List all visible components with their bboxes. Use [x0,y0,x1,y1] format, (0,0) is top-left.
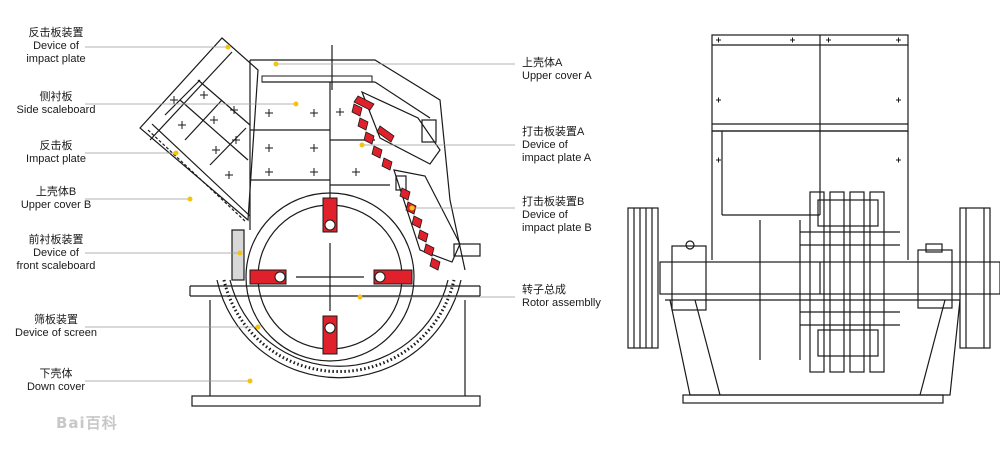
upper-housing-box [711,34,909,132]
front-elevation-view [627,34,1000,404]
flywheel [959,207,991,349]
screen-arc [229,279,449,367]
impact-plate-b-teeth [399,187,441,271]
left-leader-lines [85,46,296,382]
rotor-circle [245,192,415,362]
impact-plate-a-teeth [351,95,395,171]
lower-housing [669,299,961,396]
pulley [627,207,659,349]
base-plate [191,395,481,407]
right-leader-lines [276,63,515,298]
upper-cover-a [250,59,466,271]
leader-dots [173,44,415,384]
rotor-discs [759,191,900,373]
front-scaleboard [231,229,245,281]
watermark: Bai百科 [56,414,118,432]
side-section-view [139,37,481,407]
